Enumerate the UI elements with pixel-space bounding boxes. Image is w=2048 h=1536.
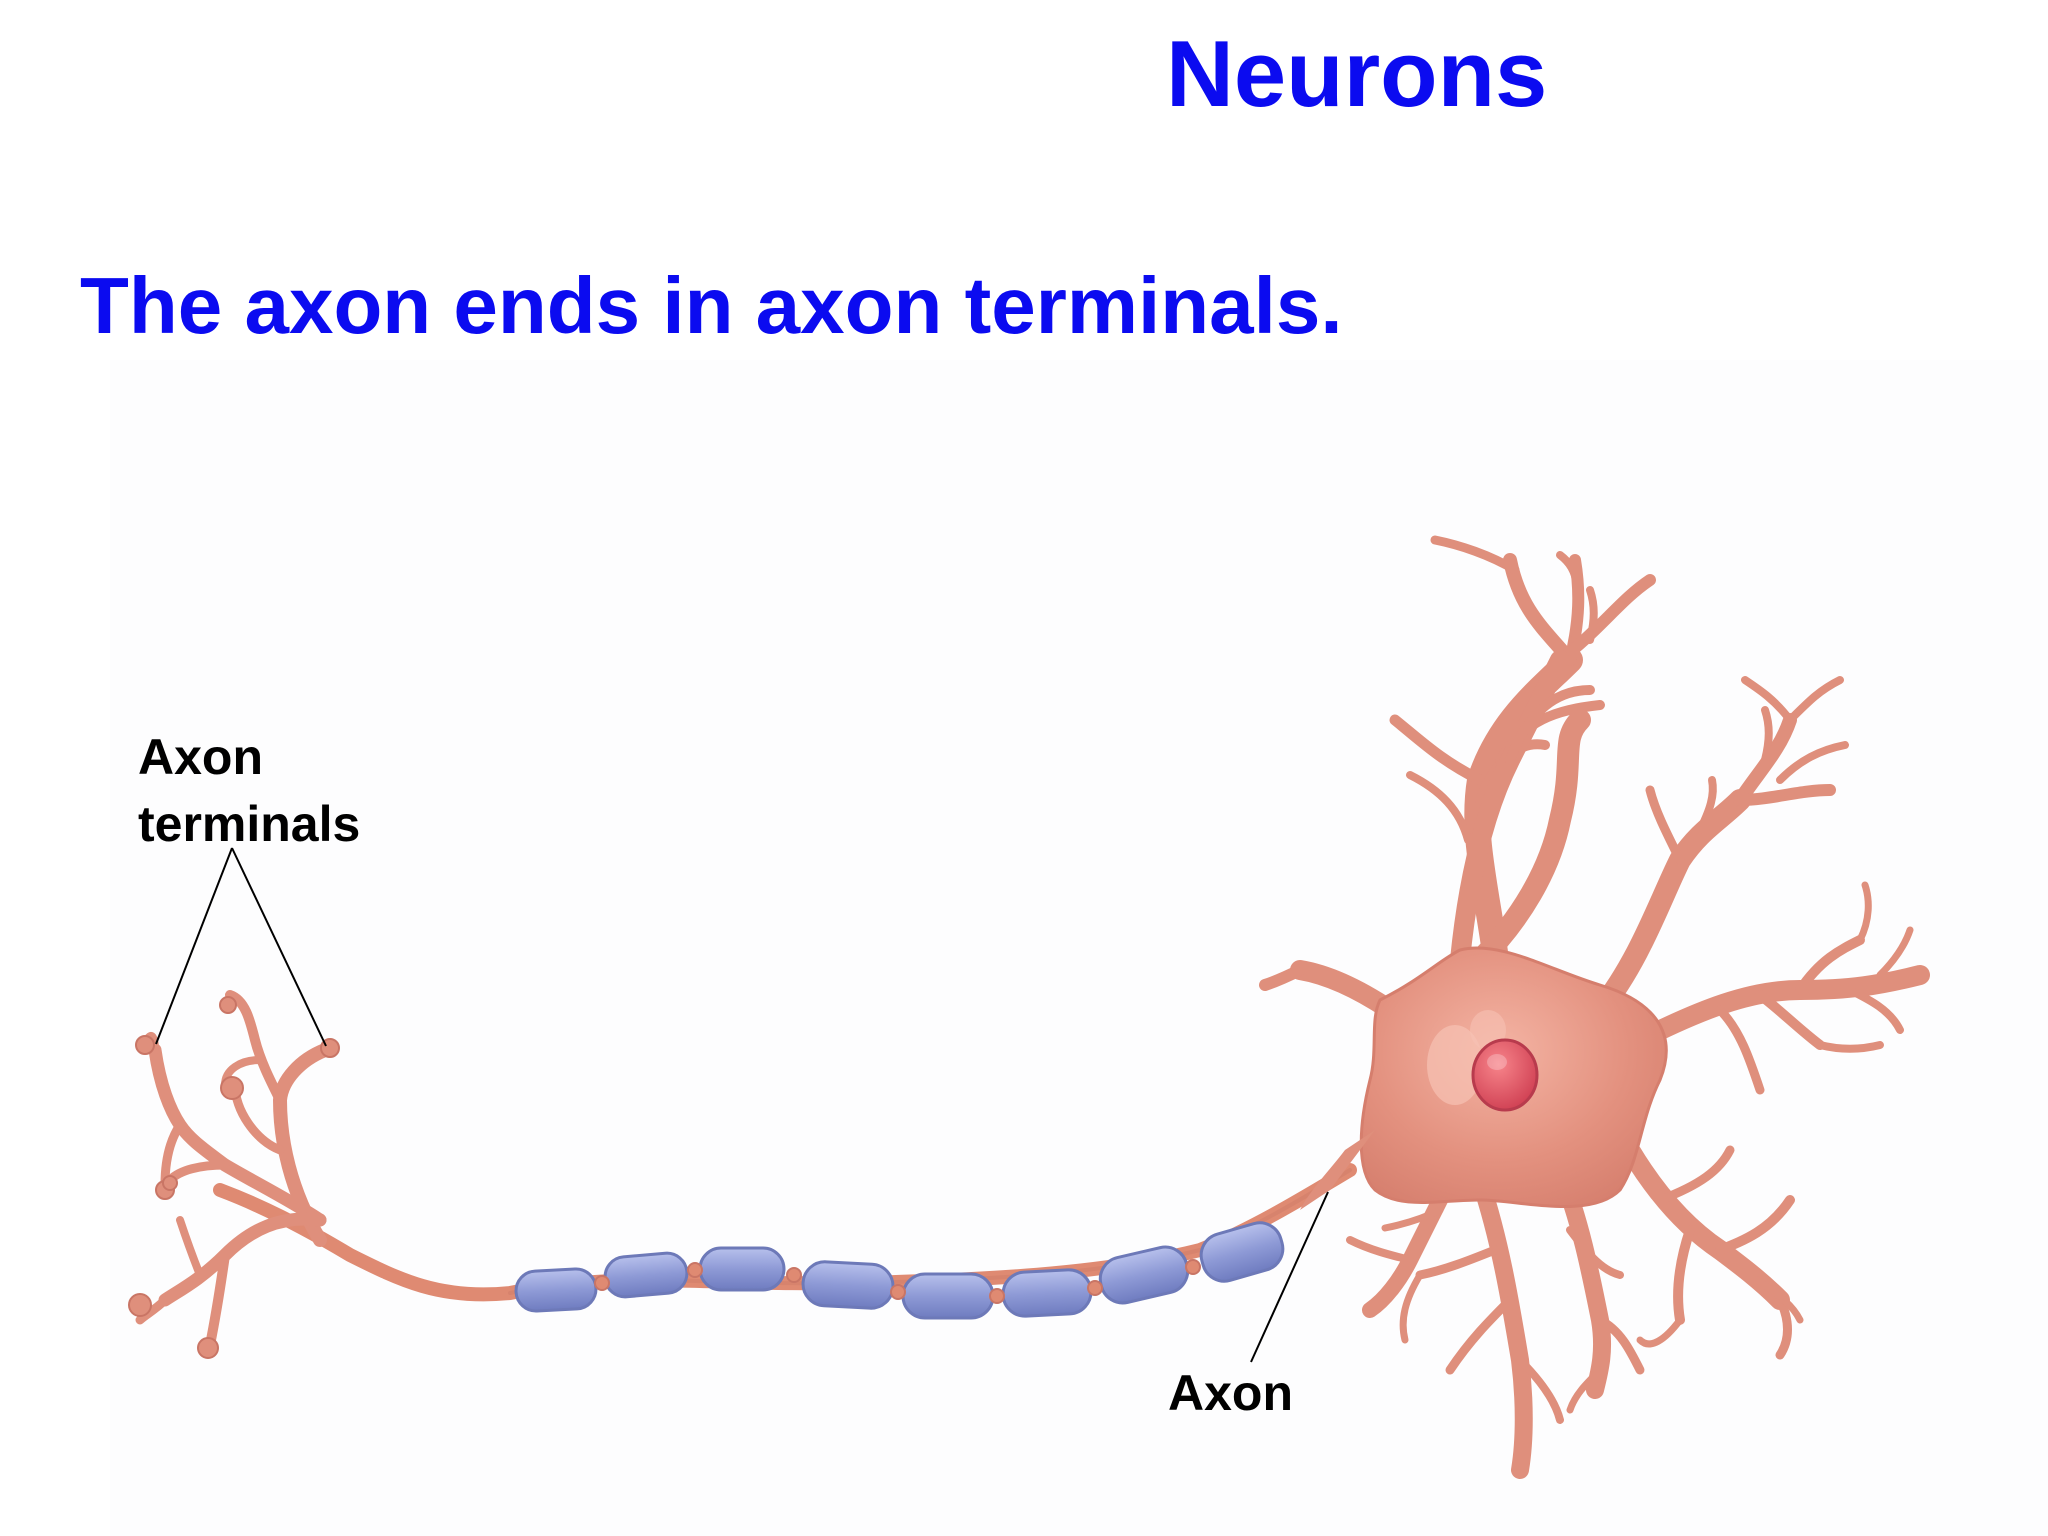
leader-line-terminal-right <box>231 847 327 1047</box>
leader-lines <box>155 847 1329 1363</box>
slide-title: Neurons <box>1166 21 1548 126</box>
leader-line-terminal-left <box>155 847 233 1045</box>
nucleus <box>1471 1038 1539 1112</box>
dendrites <box>1259 535 1930 1479</box>
leader-line-axon <box>1250 1191 1329 1363</box>
label-axon-terminals: Axon terminals <box>138 724 360 858</box>
slide-subtitle: The axon ends in axon terminals. <box>80 261 1343 350</box>
axon-terminal-branches <box>135 990 332 1350</box>
label-axon-terminals-line1: Axon <box>138 729 263 785</box>
nodes-of-ranvier <box>594 1259 1201 1304</box>
axon-hillock <box>1300 1130 1375 1210</box>
figure-background <box>110 360 2048 1536</box>
myelin-sheath-segments <box>514 1221 1285 1320</box>
label-axon-terminals-line2: terminals <box>138 796 361 852</box>
label-axon: Axon <box>1168 1365 1293 1421</box>
